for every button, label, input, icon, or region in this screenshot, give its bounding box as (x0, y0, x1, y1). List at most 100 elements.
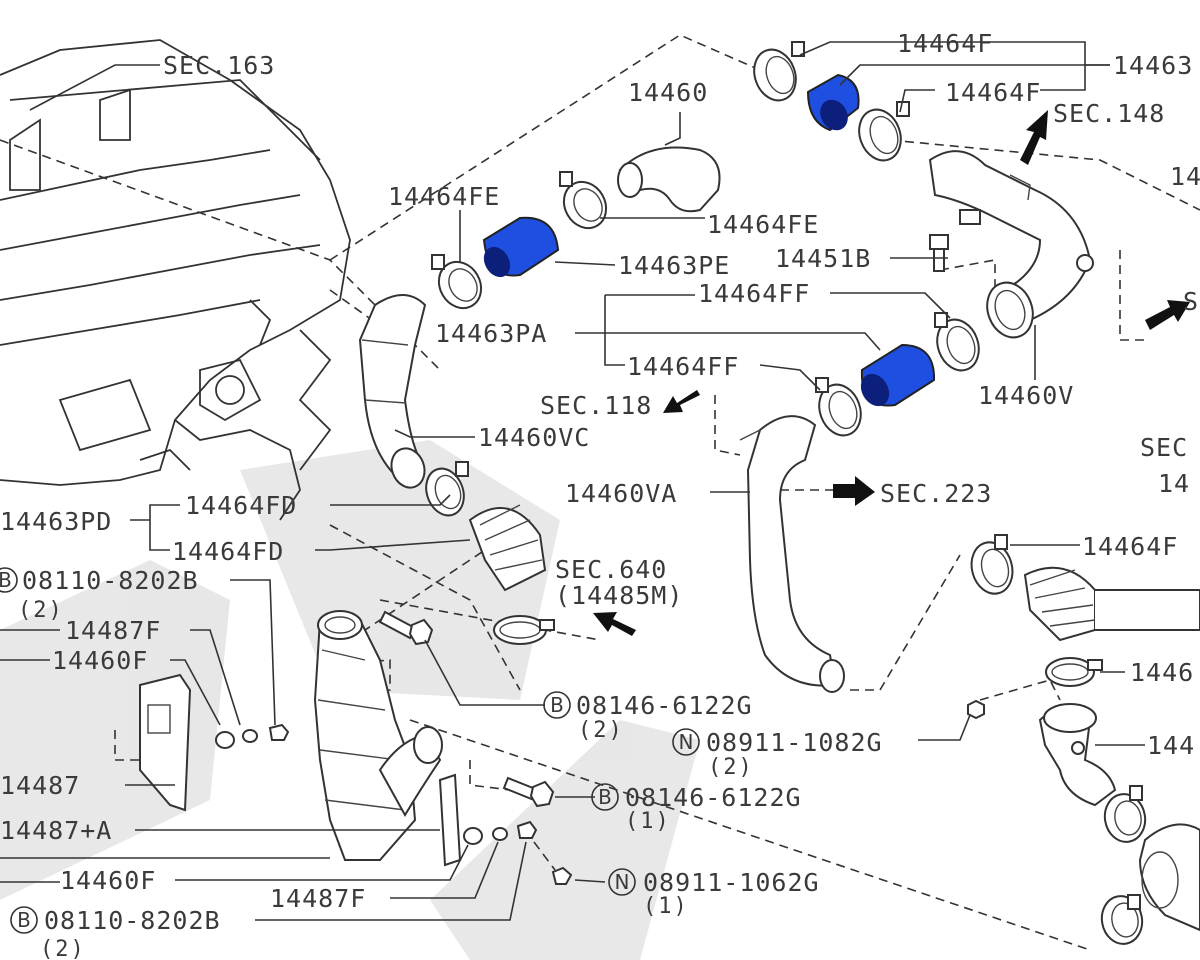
label-14464fd-a: 14464FD (185, 491, 297, 520)
label-qty-b: (2) (578, 718, 624, 743)
label-1446-right: 1446 (1130, 658, 1194, 687)
label-bolt-08146-b: 08146-6122G (625, 783, 802, 812)
arrow-sec148 (1020, 110, 1048, 165)
engine-block (0, 39, 351, 521)
label-bolt-08110-a: 08110-8202B (22, 566, 199, 595)
leader-lines (0, 41, 1145, 921)
pipe-14460v (928, 150, 1094, 339)
label-14464f-c: 14464F (1082, 532, 1178, 561)
label-14463pe: 14463PE (618, 251, 730, 280)
label-sec148: SEC.148 (1053, 99, 1165, 128)
label-14464fe-b: 14464FE (707, 210, 819, 239)
elbow-right-144 (1038, 703, 1117, 807)
nut-symbol-2: N (608, 868, 636, 896)
bracket-14487 (139, 673, 192, 812)
hose-14463pe (482, 216, 560, 278)
svg-text:N: N (679, 730, 694, 754)
label-nut-08911-a: 08911-1082G (706, 728, 883, 757)
clamp-right-lower (1103, 785, 1147, 843)
label-sec-right: SEC (1140, 433, 1188, 462)
clamp-right-bottom (1100, 894, 1144, 945)
label-qty-e: (1) (643, 894, 689, 919)
label-14460va: 14460VA (565, 479, 677, 508)
label-qty-c: (2) (708, 755, 754, 780)
label-bolt-08146-a: 08146-6122G (576, 691, 753, 720)
arrow-sec118 (663, 390, 700, 413)
clamp-14464fe-upper (559, 171, 608, 230)
nut-symbol-1: N (672, 728, 700, 756)
label-14464ff-b: 14464FF (627, 352, 739, 381)
label-14487f-a: 14487F (65, 616, 161, 645)
hose-14463-top (806, 73, 860, 132)
label-s-right: S (1183, 287, 1199, 316)
label-qty-f: (2) (40, 937, 86, 960)
hose-14463pa (860, 343, 936, 407)
label-14-right: 14 (1170, 162, 1200, 191)
label-sec640: SEC.640 (555, 555, 667, 584)
arrow-sec223 (833, 476, 875, 506)
bolt-08146-6122g-lower (502, 776, 555, 808)
label-sec118: SEC.118 (540, 391, 652, 420)
clamp-14464f-right (970, 534, 1014, 595)
intercooler (313, 610, 443, 861)
svg-text:B: B (17, 908, 31, 932)
elbow-14460 (617, 146, 721, 213)
label-14464f-a: 14464F (897, 29, 993, 58)
hose-14463pd (468, 504, 547, 592)
clamp-14464ff-lower (815, 377, 862, 437)
clamp-14464ff-upper (934, 312, 980, 372)
hose-corrugated-right (1023, 566, 1200, 642)
bolt-symbol-3: B (591, 783, 619, 811)
hose-right-lower (1138, 823, 1200, 932)
label-14464f-b: 14464F (945, 78, 1041, 107)
clamp-14464f-top (753, 41, 805, 102)
label-qty-a: (2) (18, 598, 64, 623)
label-sec163: SEC.163 (163, 51, 275, 80)
direction-arrows (593, 110, 1190, 636)
label-14460f-b: 14460F (60, 866, 156, 895)
arrow-sec640 (593, 612, 636, 636)
label-14460: 14460 (628, 78, 708, 107)
arrow-right-s (1145, 300, 1190, 330)
bolt-14451b (929, 234, 949, 272)
label-14463pa: 14463PA (435, 319, 547, 348)
label-14463pd: 14463PD (0, 507, 112, 536)
parts (139, 41, 1200, 945)
label-14464fe-a: 14464FE (388, 182, 500, 211)
label-sec223: SEC.223 (880, 479, 992, 508)
clamp-right-1446 (1045, 657, 1103, 687)
label-nut-08911-b: 08911-1062G (643, 868, 820, 897)
bracket-14487a (438, 773, 462, 867)
pipe-14460va (739, 415, 845, 693)
label-14-right2: 14 (1158, 469, 1190, 498)
clamp-14464fe-lower (431, 254, 483, 310)
clamp-14464fd-upper (425, 461, 469, 517)
label-14460vc: 14460VC (478, 423, 590, 452)
label-14464fd-b: 14464FD (172, 537, 284, 566)
label-14463-top: 14463 (1113, 51, 1193, 80)
bolt-symbol-4: B (10, 906, 38, 934)
label-14460v: 14460V (978, 381, 1074, 410)
part-labels: SEC.163 14464F 14463 14464F 14460 SEC.14… (0, 29, 1200, 960)
watermark (0, 440, 700, 960)
bolt-symbol-1: B (0, 567, 18, 593)
label-14485m: (14485M) (555, 581, 683, 610)
label-14487: 14487 (0, 771, 80, 800)
label-144-right: 144 (1147, 731, 1195, 760)
label-14487a: 14487+A (0, 816, 112, 845)
label-qty-d: (1) (625, 809, 671, 834)
label-14464ff-a: 14464FF (698, 279, 810, 308)
nut-08911-1082g (967, 699, 985, 720)
svg-text:B: B (550, 693, 564, 717)
label-14487f-b: 14487F (270, 884, 366, 913)
label-14451b: 14451B (775, 244, 871, 273)
svg-text:B: B (0, 568, 12, 592)
clamp-14464fd-lower (493, 615, 555, 645)
svg-text:N: N (615, 870, 630, 894)
label-bolt-08110-b: 08110-8202B (44, 906, 221, 935)
pipe-14460vc (358, 294, 427, 489)
label-14460f-a: 14460F (52, 646, 148, 675)
bolt-symbol-2: B (543, 691, 571, 719)
